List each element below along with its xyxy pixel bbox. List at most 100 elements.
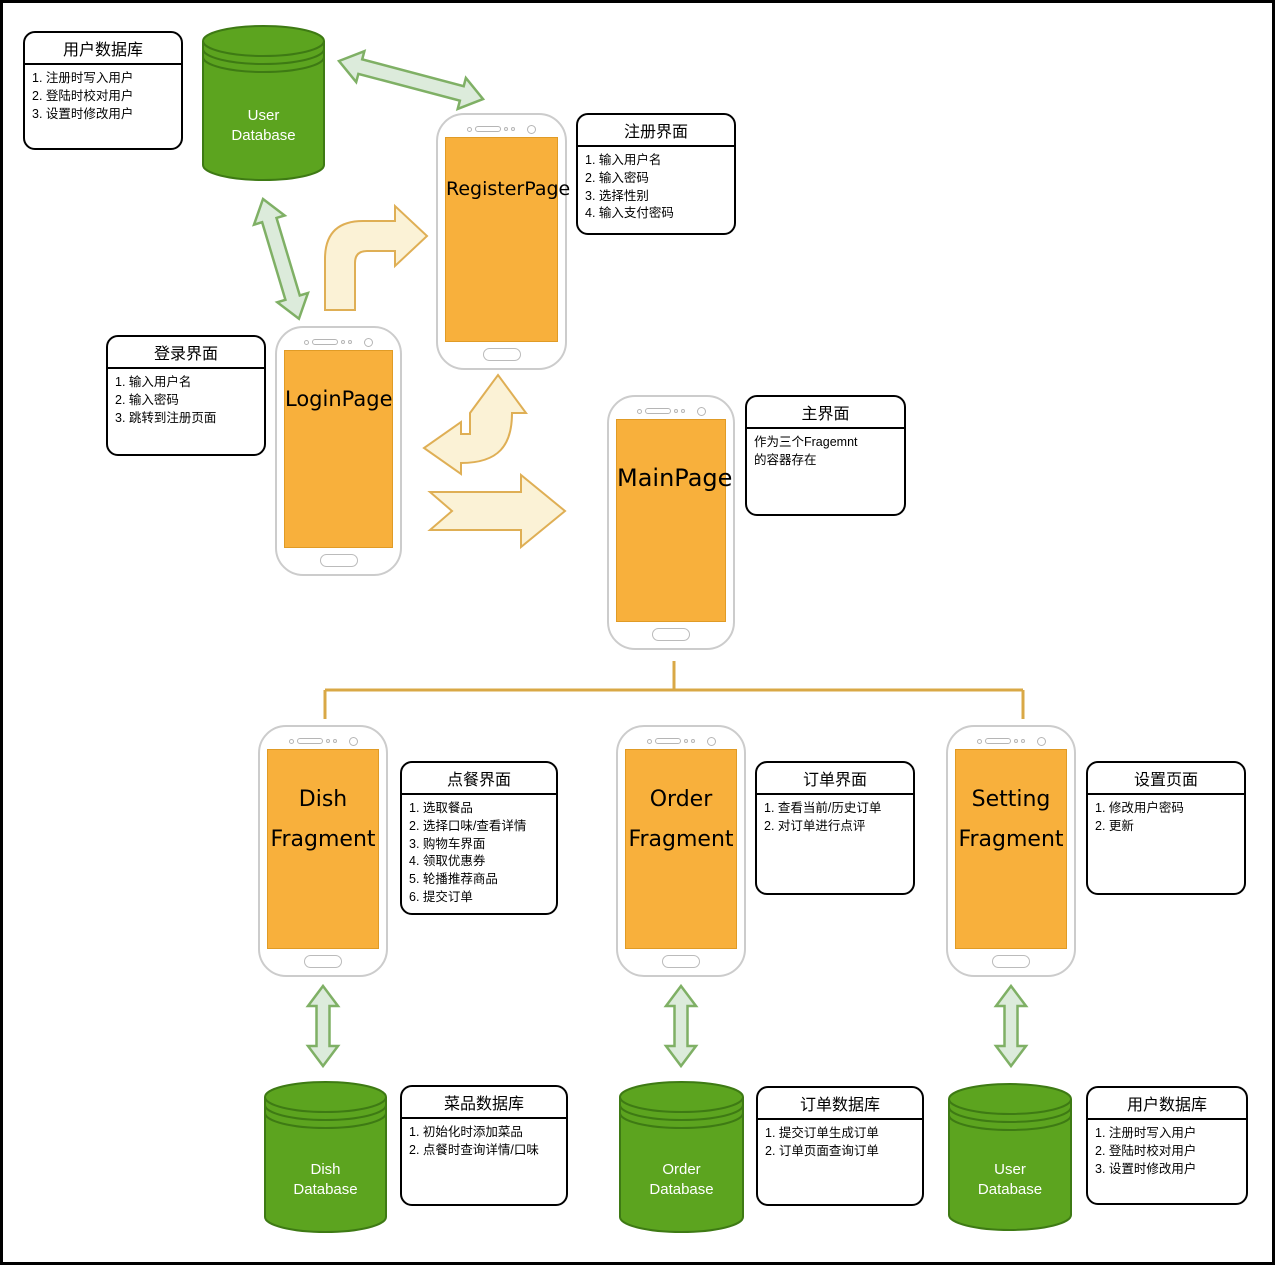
database-label: Order Database (649, 1161, 714, 1199)
note-setting-fragment: 设置页面 1. 修改用户密码 2. 更新 (1086, 761, 1246, 895)
note-item: 3. 设置时修改用户 (32, 106, 134, 121)
note-user-database-bottom: 用户数据库 1. 注册时写入用户 2. 登陆时校对用户 3. 设置时修改用户 (1086, 1086, 1248, 1205)
phone-label: Setting Fragment (958, 787, 1064, 852)
note-order-database: 订单数据库 1. 提交订单生成订单 2. 订单页面查询订单 (756, 1086, 924, 1206)
note-item: 2. 订单页面查询订单 (765, 1143, 879, 1158)
note-item: 2. 点餐时查询详情/口味 (409, 1142, 539, 1157)
note-title: 订单界面 (757, 763, 913, 795)
cylinder-body (264, 1081, 387, 1233)
home-button (992, 955, 1030, 968)
arrow-settingfragment-userdb (993, 983, 1029, 1069)
note-item: 4. 领取优惠券 (409, 854, 486, 869)
arrow-userdb-registerpage (336, 49, 486, 111)
note-item: 4. 输入支付密码 (585, 206, 674, 221)
tree-connector (323, 661, 1025, 719)
note-item: 2. 更新 (1095, 818, 1134, 833)
front-camera-icon (696, 406, 706, 416)
phone-label: MainPage (617, 464, 733, 492)
sensor-dot-icon (504, 127, 508, 131)
user-database-bottom-cylinder: User Database (947, 1081, 1073, 1233)
database-label: User Database (977, 1161, 1043, 1199)
note-title: 菜品数据库 (402, 1087, 566, 1119)
speaker-icon (312, 339, 338, 345)
note-title: 点餐界面 (402, 763, 556, 795)
sensor-dot-icon (511, 127, 515, 131)
speaker-icon (475, 126, 501, 132)
sensor-dot-icon (348, 340, 352, 344)
note-main-page: 主界面 作为三个Fragemnt 的容器存在 (745, 395, 906, 516)
note-item: 2. 登陆时校对用户 (1095, 1143, 1197, 1158)
phone-screen: MainPage (616, 419, 733, 622)
front-camera-icon (364, 337, 373, 347)
note-item: 3. 选择性别 (585, 188, 649, 203)
home-button (662, 955, 700, 968)
dish-database-cylinder: Dish Database (263, 1079, 388, 1235)
order-database-cylinder: Order Database (618, 1079, 745, 1235)
speaker-icon (644, 408, 671, 414)
note-item: 1. 输入用户名 (585, 153, 662, 167)
sensor-dot-icon (680, 409, 685, 413)
phone-label: Order Fragment (628, 787, 734, 852)
phone-mainpage: MainPage (607, 395, 735, 650)
phone-top-decorations (438, 123, 565, 135)
home-button (319, 554, 358, 567)
note-item: 作为三个Fragemnt (754, 435, 858, 449)
note-body: 1. 查看当前/历史订单 2. 对订单进行点评 (757, 795, 913, 840)
note-item: 1. 提交订单生成订单 (765, 1126, 879, 1140)
note-title: 用户数据库 (1088, 1088, 1246, 1120)
phone-top-decorations (609, 405, 733, 417)
camera-icon (288, 738, 294, 744)
sensor-dot-icon (1013, 739, 1018, 743)
note-item: 2. 登陆时校对用户 (32, 88, 134, 103)
note-body: 1. 注册时写入用户 2. 登陆时校对用户 3. 设置时修改用户 (1088, 1120, 1246, 1182)
note-item: 1. 修改用户密码 (1095, 801, 1184, 815)
sensor-dot-icon (673, 409, 678, 413)
phone-top-decorations (618, 735, 744, 747)
database-label: Dish Database (293, 1161, 358, 1199)
note-title: 登录界面 (108, 337, 264, 369)
note-dish-fragment: 点餐界面 1. 选取餐品 2. 选择口味/查看详情 3. 购物车界面 4. 领取… (400, 761, 558, 915)
user-database-top-cylinder: User Database (201, 23, 326, 183)
note-body: 1. 选取餐品 2. 选择口味/查看详情 3. 购物车界面 4. 领取优惠券 5… (402, 795, 556, 911)
cylinder-rings (202, 40, 325, 73)
note-title: 主界面 (747, 397, 904, 429)
front-camera-icon (706, 736, 716, 746)
note-item: 3. 购物车界面 (409, 836, 486, 851)
note-item: 1. 初始化时添加菜品 (409, 1125, 523, 1139)
phone-label: LoginPage (285, 387, 393, 411)
note-item: 2. 输入密码 (115, 392, 179, 407)
note-item: 2. 选择口味/查看详情 (409, 818, 527, 833)
phone-setting-fragment: Setting Fragment (946, 725, 1076, 977)
arrow-orderfragment-orderdb (663, 983, 699, 1069)
front-camera-icon (348, 736, 358, 746)
sensor-dot-icon (325, 739, 330, 743)
camera-icon (636, 408, 642, 414)
phone-screen: RegisterPage (445, 137, 570, 342)
note-item: 6. 提交订单 (409, 889, 473, 904)
note-item: 2. 对订单进行点评 (764, 818, 866, 833)
arrow-login-to-register-elbow (324, 203, 429, 311)
phone-order-fragment: Order Fragment (616, 725, 746, 977)
camera-icon (467, 126, 472, 132)
phone-top-decorations (260, 735, 386, 747)
cylinder-rings (264, 1096, 387, 1129)
home-button (482, 348, 521, 361)
arrow-register-login-curved (422, 373, 528, 476)
camera-icon (646, 738, 652, 744)
note-body: 1. 提交订单生成订单 2. 订单页面查询订单 (758, 1120, 922, 1165)
phone-registerpage: RegisterPage (436, 113, 570, 370)
home-button (652, 628, 690, 641)
note-login-page: 登录界面 1. 输入用户名 2. 输入密码 3. 跳转到注册页面 (106, 335, 266, 456)
note-item: 1. 注册时写入用户 (1095, 1126, 1197, 1140)
phone-label: Dish Fragment (270, 787, 376, 852)
phone-loginpage: LoginPage (275, 326, 402, 576)
note-item: 3. 设置时修改用户 (1095, 1161, 1197, 1176)
cylinder-body (619, 1081, 744, 1233)
cylinder-rings (619, 1096, 744, 1129)
note-dish-database: 菜品数据库 1. 初始化时添加菜品 2. 点餐时查询详情/口味 (400, 1085, 568, 1206)
front-camera-icon (527, 124, 536, 134)
cylinder-rings (948, 1098, 1072, 1131)
note-body: 1. 修改用户密码 2. 更新 (1088, 795, 1244, 840)
note-register-page: 注册界面 1. 输入用户名 2. 输入密码 3. 选择性别 4. 输入支付密码 (576, 113, 736, 235)
sensor-dot-icon (332, 739, 337, 743)
